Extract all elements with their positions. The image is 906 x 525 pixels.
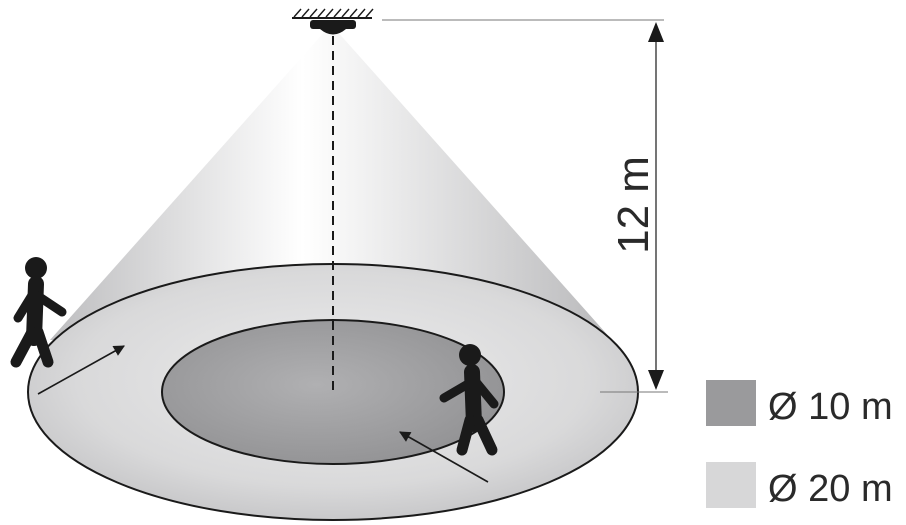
legend-swatch-inner <box>706 380 756 426</box>
height-label: 12 m <box>609 156 658 254</box>
ceiling-sensor-icon <box>292 8 374 35</box>
legend: Ø 10 m Ø 20 m <box>706 380 893 510</box>
legend-label-outer: Ø 20 m <box>768 468 893 510</box>
walking-person-icon <box>439 344 499 456</box>
walking-person-icon <box>10 257 67 368</box>
approach-arrow-right <box>399 431 489 483</box>
legend-swatch-outer <box>706 462 756 508</box>
legend-label-inner: Ø 10 m <box>768 386 893 428</box>
approach-arrow-left <box>37 345 125 395</box>
detection-cone <box>50 30 612 340</box>
inner-detection-zone <box>161 319 505 465</box>
height-dimension <box>382 19 668 393</box>
